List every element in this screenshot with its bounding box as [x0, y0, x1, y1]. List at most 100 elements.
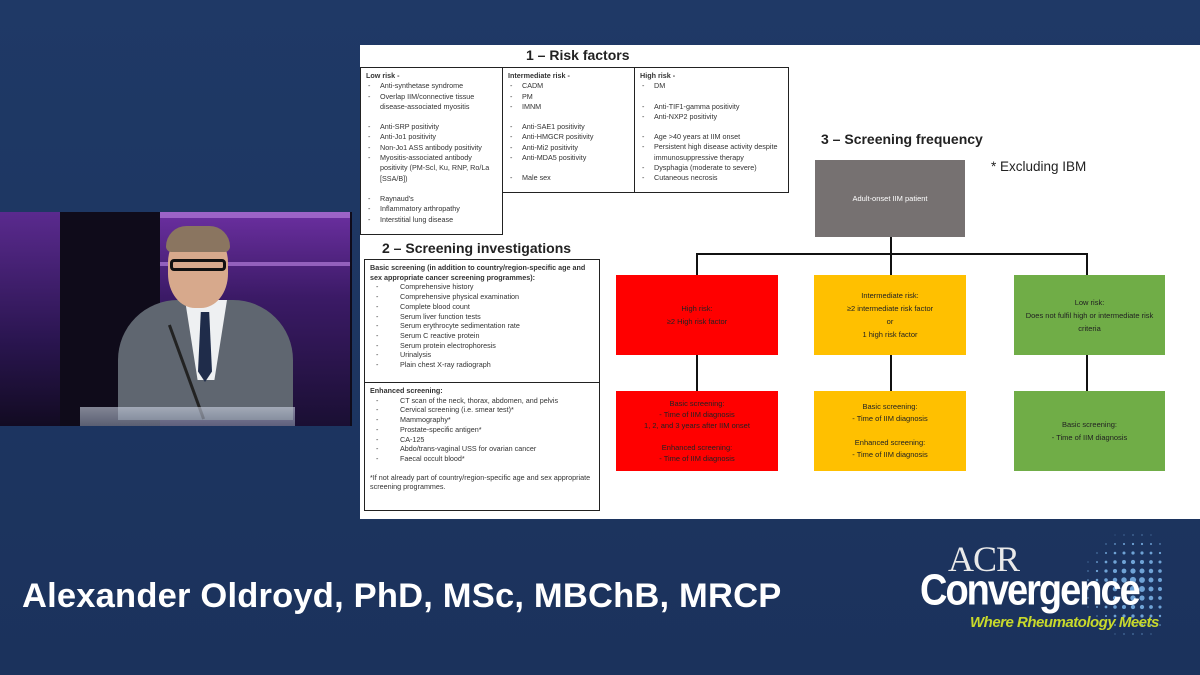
- logo-dot: [1087, 570, 1089, 572]
- frequency-line: Enhanced screening:: [661, 443, 733, 452]
- logo-dot: [1141, 633, 1143, 635]
- frequency-line: 1, 2, and 3 years after IIM onset: [644, 421, 750, 430]
- section3-title: 3 – Screening frequency: [821, 131, 983, 147]
- logo-dot: [1148, 568, 1154, 574]
- low-risk-title: Low risk -: [366, 71, 400, 80]
- logo-dot: [1150, 534, 1152, 536]
- speaker-glasses: [170, 259, 226, 271]
- logo-dot: [1122, 551, 1126, 555]
- screening-footnote: *If not already part of country/region-s…: [370, 472, 591, 492]
- list-item: Male sex: [508, 173, 629, 184]
- logo-dot: [1096, 615, 1098, 617]
- list-item: [508, 163, 629, 173]
- intermediate-risk-criteria: ≥2 intermediate risk factor: [846, 304, 934, 313]
- logo-dot: [1141, 534, 1143, 536]
- list-item: Mammography*: [370, 415, 594, 425]
- logo-dot: [1150, 543, 1152, 545]
- logo-dot: [1112, 568, 1118, 574]
- logo-dot: [1114, 534, 1116, 536]
- logo-dot: [1130, 559, 1136, 565]
- list-item: Cervical screening (i.e. smear test)*: [370, 405, 594, 415]
- logo-dot: [1158, 560, 1162, 564]
- list-item: Anti-HMGCR positivity: [508, 132, 629, 143]
- frequency-line: - Time of IIM diagnosis: [659, 454, 735, 463]
- list-item: Complete blood count: [370, 302, 594, 312]
- logo-dot: [1122, 623, 1126, 627]
- list-item: Anti-SAE1 positivity: [508, 122, 629, 133]
- list-item: Non-Jo1 ASS antibody positivity: [366, 143, 497, 154]
- logo-dot: [1096, 552, 1098, 554]
- logo-dot: [1104, 614, 1108, 618]
- intermediate-risk-box: Intermediate risk - CADMPMIMNMAnti-SAE1 …: [503, 67, 635, 193]
- logo-dot: [1139, 595, 1145, 601]
- logo-dot: [1159, 624, 1161, 626]
- logo-dot: [1158, 578, 1162, 582]
- logo-dot: [1096, 561, 1098, 563]
- logo-dot: [1122, 614, 1126, 618]
- logo-dot: [1149, 605, 1153, 609]
- logo-dot: [1131, 614, 1135, 618]
- logo-dot: [1104, 605, 1108, 609]
- logo-dot: [1087, 561, 1089, 563]
- logo-dot: [1129, 585, 1137, 593]
- logo-dot: [1158, 614, 1162, 618]
- stage-bar: [160, 262, 350, 266]
- logo-dot: [1105, 552, 1107, 554]
- logo-dot: [1121, 577, 1127, 583]
- basic-screening-box: Basic screening (in addition to country/…: [364, 259, 600, 383]
- list-item: Dysphagia (moderate to severe): [640, 163, 783, 174]
- list-item: Serum liver function tests: [370, 312, 594, 322]
- frequency-line: - Time of IIM diagnosis: [852, 414, 928, 423]
- logo-dot: [1140, 623, 1144, 627]
- logo-dot: [1112, 577, 1118, 583]
- list-item: Anti-SRP positivity: [366, 122, 497, 133]
- stage-bar: [160, 212, 350, 218]
- high-risk-box: High risk - DMAnti-TIF1-gamma positivity…: [635, 67, 789, 193]
- logo-dot: [1114, 543, 1116, 545]
- frequency-line: Basic screening:: [1061, 420, 1118, 429]
- intermediate-risk-frequency-box: Basic screening:- Time of IIM diagnosis …: [814, 391, 966, 471]
- list-item: Myositis-associated antibody positivity …: [366, 153, 497, 184]
- logo-dot: [1095, 569, 1099, 573]
- logo-dot: [1121, 604, 1127, 610]
- intermediate-risk-category-label: Intermediate risk:: [861, 291, 919, 300]
- halftone-dots-icon: [1087, 534, 1162, 635]
- logo-dot: [1121, 586, 1127, 592]
- podium: [80, 407, 295, 426]
- logo-dot: [1158, 551, 1162, 555]
- logo-dot: [1149, 560, 1153, 564]
- intermediate-risk-title: Intermediate risk -: [508, 71, 570, 80]
- logo-dot: [1122, 560, 1126, 564]
- list-item: Prostate-specific antigen*: [370, 425, 594, 435]
- list-item: Cutaneous necrosis: [640, 173, 783, 184]
- logo-dot: [1104, 578, 1108, 582]
- list-item: Anti-MDA5 positivity: [508, 153, 629, 164]
- logo-dot: [1130, 604, 1136, 610]
- logo-dot: [1113, 605, 1117, 609]
- logo-dot: [1131, 623, 1135, 627]
- enhanced-screening-list: CT scan of the neck, thorax, abdomen, an…: [370, 396, 594, 464]
- list-item: Comprehensive physical examination: [370, 292, 594, 302]
- list-item: CA-125: [370, 435, 594, 445]
- intermediate-risk-category-box: Intermediate risk: ≥2 intermediate risk …: [814, 275, 966, 355]
- logo-acr: ACR: [948, 539, 1020, 579]
- or-label: or: [886, 317, 894, 326]
- list-item: Overlap IIM/connective tissue disease-as…: [366, 92, 497, 113]
- logo-dot: [1105, 543, 1107, 545]
- low-risk-category-box: Low risk: Does not fulfil high or interm…: [1014, 275, 1165, 355]
- logo-dot: [1104, 587, 1108, 591]
- connector: [890, 253, 892, 275]
- logo-dot: [1104, 560, 1108, 564]
- logo-dot: [1139, 577, 1145, 583]
- low-risk-criteria: Does not fulfil high or intermediate ris…: [1025, 310, 1154, 333]
- logo-dot: [1087, 606, 1089, 608]
- logo-dot: [1112, 595, 1118, 601]
- intermediate-risk-list: CADMPMIMNMAnti-SAE1 positivityAnti-HMGCR…: [508, 81, 629, 184]
- logo-convergence: Convergence: [920, 566, 1141, 616]
- list-item: Serum erythrocyte sedimentation rate: [370, 321, 594, 331]
- list-item: Abdo/trans-vaginal USS for ovarian cance…: [370, 444, 594, 454]
- connector: [890, 355, 892, 391]
- list-item: Anti-TIF1-gamma positivity: [640, 102, 783, 113]
